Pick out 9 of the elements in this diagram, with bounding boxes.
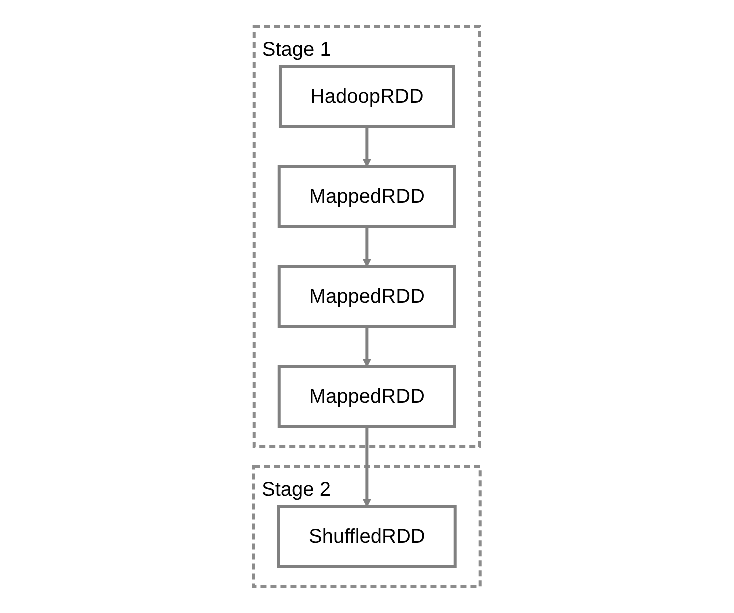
node-box: MappedRDD (278, 165, 456, 228)
arrow (362, 326, 372, 367)
node-box: ShuffledRDD (277, 505, 457, 568)
node-box: MappedRDD (278, 365, 456, 428)
node-box: MappedRDD (278, 265, 456, 328)
node-box: HadoopRDD (278, 65, 456, 128)
arrow (362, 426, 372, 507)
arrow (362, 226, 372, 267)
arrow (362, 126, 372, 167)
